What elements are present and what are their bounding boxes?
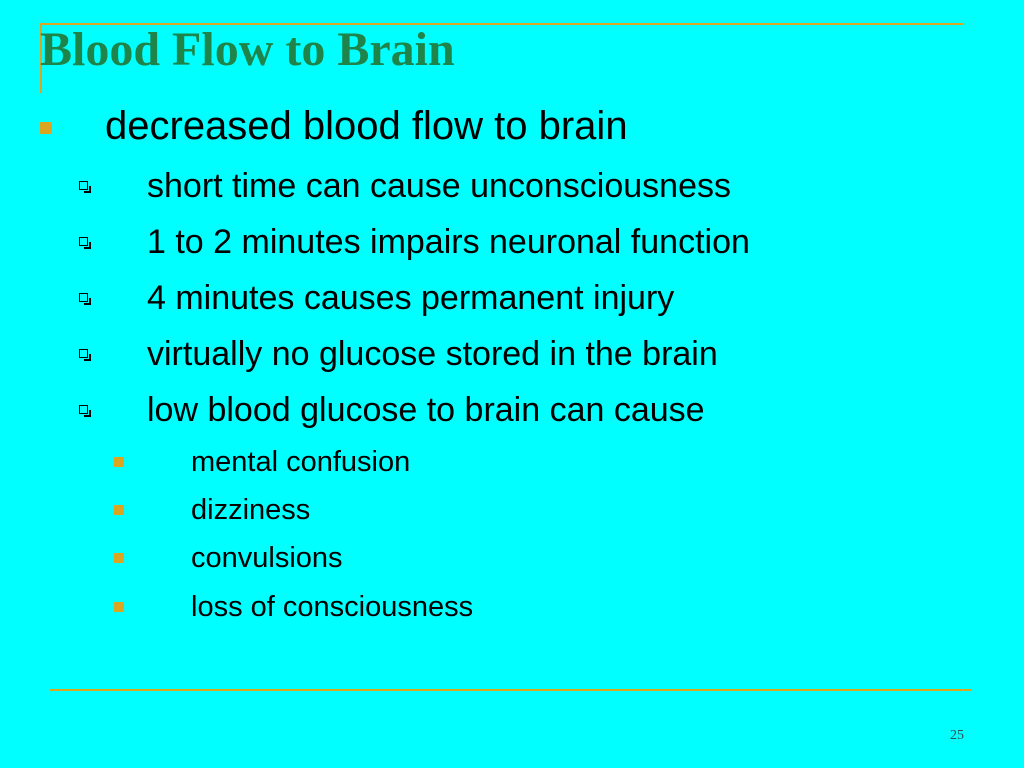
- bullet-level2-item: 4 minutes causes permanent injury: [0, 278, 1000, 318]
- bullet-level1-item: decreased blood flow to brain: [0, 102, 1000, 150]
- bullet-level3-item: dizziness: [0, 492, 1000, 528]
- bullet-text: 4 minutes causes permanent injury: [147, 279, 675, 317]
- filled-square-bullet-icon: [114, 505, 124, 515]
- shadowed-box-bullet-icon: [79, 405, 91, 417]
- bullet-text: loss of consciousness: [191, 591, 474, 623]
- top-rule: [40, 23, 964, 25]
- bullet-level2-item: low blood glucose to brain can cause: [0, 390, 1000, 430]
- filled-square-bullet-icon: [114, 553, 124, 563]
- shadowed-box-bullet-icon: [79, 293, 91, 305]
- left-rule: [40, 23, 42, 93]
- bullet-text: low blood glucose to brain can cause: [147, 391, 705, 429]
- bullet-level3-item: convulsions: [0, 540, 1000, 576]
- slide-title: Blood Flow to Brain: [40, 23, 455, 76]
- page-number: 25: [950, 728, 964, 743]
- bullet-level2-item: virtually no glucose stored in the brain: [0, 334, 1000, 374]
- filled-square-bullet-icon: [114, 602, 124, 612]
- bullet-text: decreased blood flow to brain: [105, 104, 628, 148]
- filled-square-bullet-icon: [40, 122, 52, 134]
- bullet-text: convulsions: [191, 542, 343, 574]
- bullet-text: short time can cause unconsciousness: [147, 167, 731, 205]
- shadowed-box-bullet-icon: [79, 237, 91, 249]
- filled-square-bullet-icon: [114, 457, 124, 467]
- bullet-text: virtually no glucose stored in the brain: [147, 335, 718, 373]
- bullet-level3-item: loss of consciousness: [0, 589, 1000, 625]
- bullet-level2-item: short time can cause unconsciousness: [0, 166, 1000, 206]
- bullet-text: mental confusion: [191, 446, 411, 478]
- bullet-level2-item: 1 to 2 minutes impairs neuronal function: [0, 222, 1000, 262]
- bottom-rule: [50, 689, 972, 691]
- shadowed-box-bullet-icon: [79, 181, 91, 193]
- bullet-level3-item: mental confusion: [0, 444, 1000, 480]
- bullet-text: 1 to 2 minutes impairs neuronal function: [147, 223, 750, 261]
- shadowed-box-bullet-icon: [79, 349, 91, 361]
- bullet-text: dizziness: [191, 494, 311, 526]
